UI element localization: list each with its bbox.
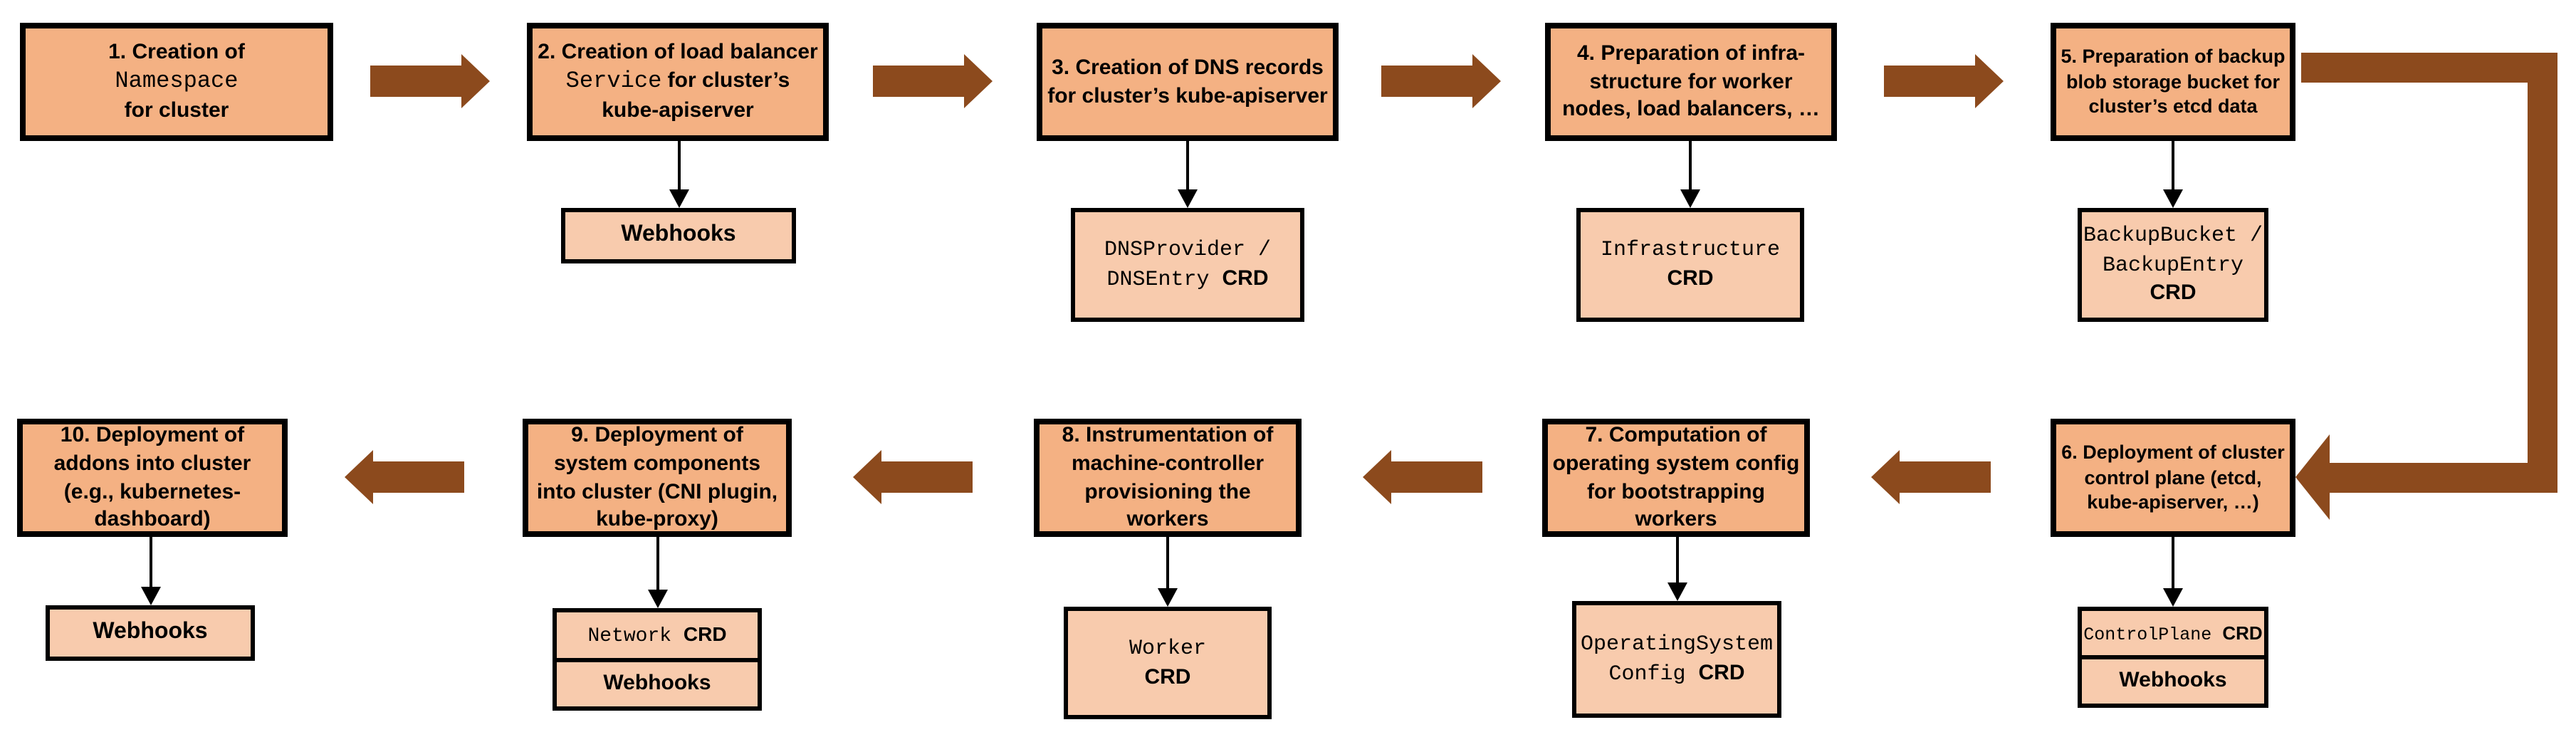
connector-step7-to-osc-crd xyxy=(1667,537,1687,601)
dns-crd-label: DNSProvider / DNSEntry CRD xyxy=(1077,235,1299,294)
flow-arrow-step6-to-step7 xyxy=(1871,450,1991,504)
step-10-box: 10. Deployment of addons into cluster (e… xyxy=(17,419,288,537)
webhooks-label: Webhooks xyxy=(2119,668,2227,693)
dns-crd-code: DNSProvider / DNSEntry xyxy=(1104,238,1272,292)
flow-arrow-step1-to-step2 xyxy=(370,54,490,108)
step-7-label: 7. Computation of operating system confi… xyxy=(1548,422,1804,534)
network-crd-code: Network xyxy=(587,625,684,648)
network-crd-suffix: CRD xyxy=(683,622,727,645)
connector-step10-to-webhooks xyxy=(141,537,161,605)
connector-step8-to-worker-crd xyxy=(1158,537,1178,607)
step-2-text: 2. Creation of load balancer xyxy=(538,40,818,65)
step-2-label: 2. Creation of load balancer Service for… xyxy=(533,38,823,125)
controlplane-crd-suffix: CRD xyxy=(2222,622,2263,644)
step-5-label: 5. Preparation of backup blob storage bu… xyxy=(2056,44,2290,120)
step-1-label: 1. Creation of Namespace for cluster xyxy=(104,38,249,125)
step-8-box: 8. Instrumentation of machine-controller… xyxy=(1034,419,1302,537)
webhooks-label: Webhooks xyxy=(621,222,736,247)
step-4-text: 4. Preparation of infra-structure for wo… xyxy=(1562,41,1820,122)
step-1-code: Namespace xyxy=(115,68,239,94)
flow-arrow-step5-to-step6-elbow xyxy=(2295,53,2557,520)
step-3-box: 3. Creation of DNS records for cluster’s… xyxy=(1037,23,1339,141)
step-4-label: 4. Preparation of infra-structure for wo… xyxy=(1551,40,1831,125)
artifact-webhooks-step2: Webhooks xyxy=(561,208,796,263)
artifact-controlplane-crd: ControlPlane CRD xyxy=(2082,611,2264,655)
step-1-text: 1. Creation of xyxy=(108,40,245,65)
artifact-dnsprovider-dnsentry-crd: DNSProvider / DNSEntry CRD xyxy=(1071,208,1304,322)
flow-arrow-step8-to-step9 xyxy=(853,450,973,504)
step-9-box: 9. Deployment of system components into … xyxy=(523,419,792,537)
step-3-text: 3. Creation of DNS records for cluster’s… xyxy=(1047,55,1328,108)
step-6-text: 6. Deployment of cluster control plane (… xyxy=(2061,441,2285,513)
infrastructure-crd-suffix: CRD xyxy=(1667,266,1714,291)
worker-crd-suffix: CRD xyxy=(1144,664,1191,689)
step-2-text-after: for cluster’s kube-apiserver xyxy=(602,68,790,123)
step-6-label: 6. Deployment of cluster control plane (… xyxy=(2056,440,2290,516)
step-3-label: 3. Creation of DNS records for cluster’s… xyxy=(1042,53,1333,110)
step-8-label: 8. Instrumentation of machine-controller… xyxy=(1040,422,1296,534)
webhooks-label: Webhooks xyxy=(603,671,711,695)
controlplane-crd-code: ControlPlane xyxy=(2083,625,2223,645)
step-10-label: 10. Deployment of addons into cluster (e… xyxy=(23,422,282,534)
flow-arrow-step2-to-step3 xyxy=(873,54,993,108)
flow-arrow-step4-to-step5 xyxy=(1884,54,2004,108)
flow-arrow-step7-to-step8 xyxy=(1363,450,1482,504)
artifact-stack-step9: Network CRD Webhooks xyxy=(553,608,762,711)
infrastructure-crd-code: Infrastructure xyxy=(1600,238,1781,263)
step-2-code: Service xyxy=(565,68,662,94)
artifact-backupbucket-backupentry-crd: BackupBucket / BackupEntry CRD xyxy=(2078,208,2268,322)
step-7-box: 7. Computation of operating system confi… xyxy=(1542,419,1810,537)
connector-step9-to-network-crd xyxy=(648,537,668,608)
step-4-box: 4. Preparation of infra-structure for wo… xyxy=(1545,23,1837,141)
artifact-webhooks-step10: Webhooks xyxy=(46,605,255,661)
connector-step5-to-backup-crd xyxy=(2163,141,2183,208)
osc-crd-code-line1: OperatingSystem xyxy=(1580,632,1774,657)
step-1-text-after: for cluster xyxy=(124,98,229,123)
osc-crd-code-line2: Config xyxy=(1608,662,1699,686)
worker-crd-code: Worker xyxy=(1129,636,1206,661)
osc-crd-suffix: CRD xyxy=(1698,661,1745,685)
flow-arrow-step3-to-step4 xyxy=(1381,54,1501,108)
step-6-box: 6. Deployment of cluster control plane (… xyxy=(2051,419,2295,537)
connector-step3-to-dns-crd xyxy=(1178,141,1198,208)
backup-crd-suffix: CRD xyxy=(2150,281,2197,305)
step-8-text: 8. Instrumentation of machine-controller… xyxy=(1062,422,1274,532)
backup-crd-label: BackupBucket / BackupEntry CRD xyxy=(2082,221,2264,310)
artifact-network-crd: Network CRD xyxy=(557,612,758,657)
artifact-webhooks-step6: Webhooks xyxy=(2082,655,2264,704)
step-5-text: 5. Preparation of backup blob storage bu… xyxy=(2061,45,2286,117)
step-9-label: 9. Deployment of system components into … xyxy=(528,422,786,534)
connector-step2-to-webhooks xyxy=(669,141,689,208)
backup-crd-code: BackupBucket / BackupEntry xyxy=(2083,223,2263,278)
step-10-text: 10. Deployment of addons into cluster (e… xyxy=(53,422,251,532)
webhooks-label: Webhooks xyxy=(93,620,208,644)
step-5-box: 5. Preparation of backup blob storage bu… xyxy=(2051,23,2295,141)
artifact-stack-step6: ControlPlane CRD Webhooks xyxy=(2078,607,2268,708)
artifact-webhooks-step9: Webhooks xyxy=(557,657,758,706)
flow-arrow-step9-to-step10 xyxy=(345,450,464,504)
step-7-text: 7. Computation of operating system confi… xyxy=(1552,422,1800,532)
connector-step6-to-controlplane-crd xyxy=(2163,537,2183,607)
step-2-box: 2. Creation of load balancer Service for… xyxy=(527,23,829,141)
step-9-text: 9. Deployment of system components into … xyxy=(536,422,778,532)
step-1-box: 1. Creation of Namespace for cluster xyxy=(20,23,333,141)
connector-step4-to-infrastructure-crd xyxy=(1680,141,1700,208)
dns-crd-suffix: CRD xyxy=(1222,266,1269,291)
